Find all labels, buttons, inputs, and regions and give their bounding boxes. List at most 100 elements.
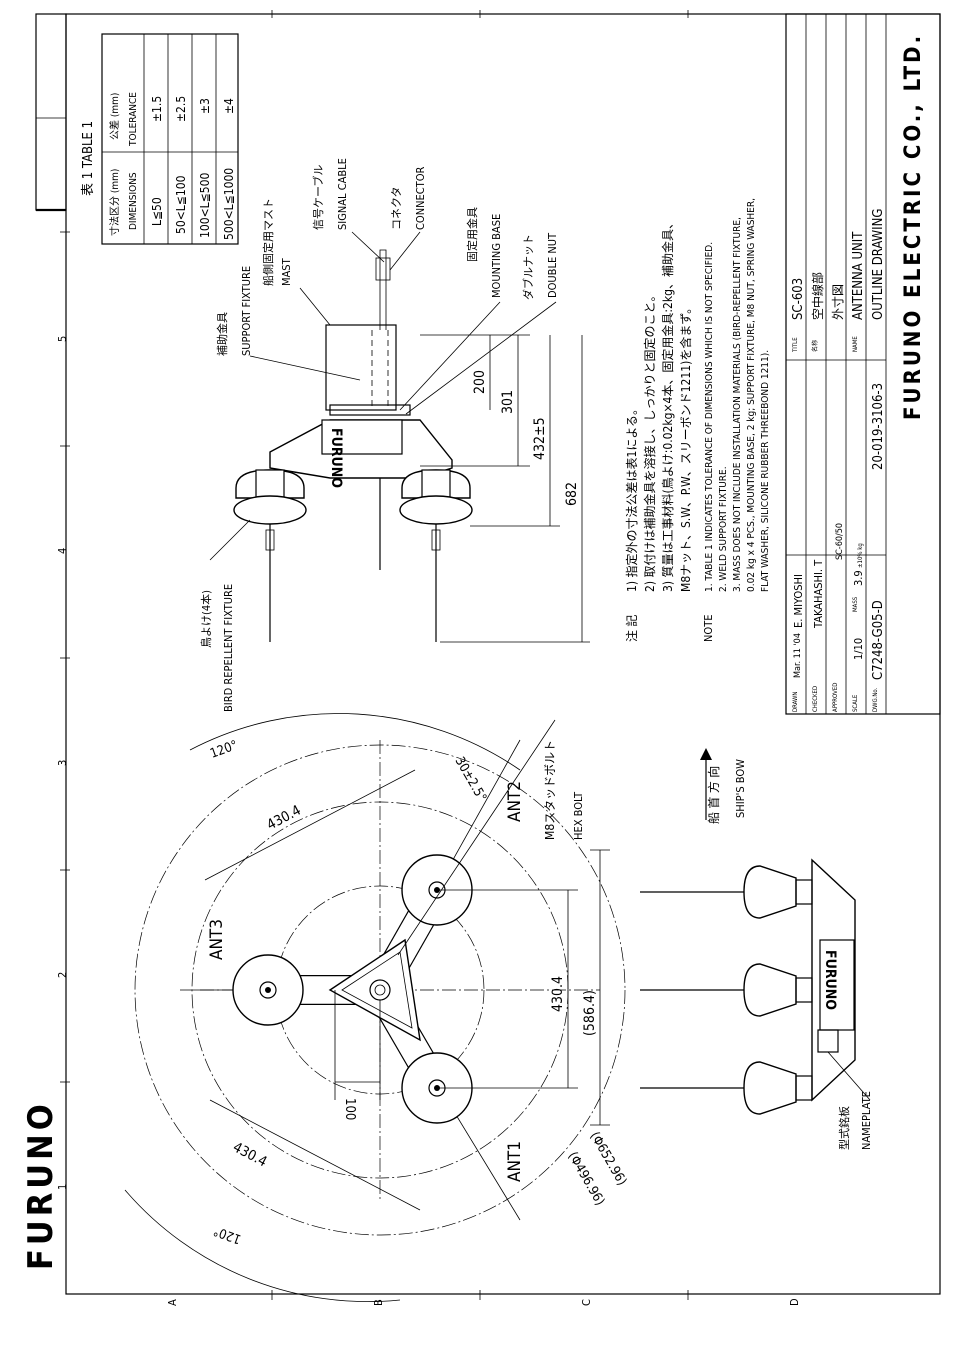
tol-row-4-dim: 500<L≦1000 bbox=[222, 168, 236, 240]
mast-jp: 船側固定用マスト bbox=[261, 198, 275, 286]
border-col-4: 4 bbox=[56, 548, 69, 554]
dim-4304-vertical: 430.4 bbox=[550, 976, 566, 1012]
dim-4304-upper: 430.4 bbox=[264, 802, 303, 833]
hex-bolt-en: HEX BOLT bbox=[572, 791, 585, 840]
tol-row-1-dim: L≦50 bbox=[150, 197, 164, 226]
tolerance-table-title: 表 1 TABLE 1 bbox=[81, 121, 96, 196]
name-en-1: ANTENNA UNIT bbox=[851, 231, 866, 320]
border-column-labels: 1 2 3 4 5 bbox=[56, 336, 69, 1190]
tolerance-table: 表 1 TABLE 1 寸法区分 (mm) DIMENSIONS 公差 (mm)… bbox=[81, 33, 239, 245]
company-name: FURUNO ELECTRIC CO., LTD. bbox=[901, 33, 926, 420]
mounting-base-jp: 固定用金具 bbox=[465, 207, 479, 262]
notes-en-1: 1. TABLE 1 INDICATES TOLERANCE OF DIMENS… bbox=[704, 242, 715, 592]
approved-label: APPROVED bbox=[832, 683, 839, 712]
dim-682: 682 bbox=[564, 482, 580, 506]
support-fixture-en: SUPPORT FIXTURE bbox=[240, 266, 253, 356]
border-row-a: A bbox=[166, 1299, 179, 1306]
dim-30-deg: 30±2.5° bbox=[452, 755, 490, 805]
mast-en: MAST bbox=[280, 257, 293, 286]
ant2-label: ANT2 bbox=[505, 781, 525, 822]
notes-jp-1: 1) 指定外の寸法公差は表1による。 bbox=[624, 403, 639, 592]
border-row-labels: A B C D bbox=[166, 1298, 801, 1306]
dwg-label: DWG.No. bbox=[872, 687, 879, 712]
dim-200: 200 bbox=[472, 370, 488, 394]
notes-en-label: NOTE bbox=[702, 615, 715, 642]
nameplate-jp: 型式銘板 bbox=[837, 1106, 851, 1150]
border-col-2: 2 bbox=[56, 972, 69, 978]
tol-header-tol-jp: 公差 (mm) bbox=[108, 93, 121, 140]
bird-repellent-jp: 鳥よけ(4本) bbox=[199, 590, 213, 648]
notes-jp-2: 2) 取付けは補助金具を溶接し、しっかりと固定のこと。 bbox=[642, 289, 657, 592]
tol-row-1-tol: ±1.5 bbox=[150, 96, 164, 122]
furuno-logo: FURUNO bbox=[21, 1100, 61, 1270]
connector-jp: コネクタ bbox=[390, 186, 403, 230]
front-dome-1 bbox=[640, 865, 813, 919]
dwg-number: C7248-G05-D bbox=[871, 600, 886, 680]
drawn-date: Mar. 11 '04 bbox=[793, 633, 803, 678]
ships-bow-indicator: 船 首 方 向 SHIP'S BOW bbox=[700, 748, 747, 824]
dim-120-lower: 120° bbox=[212, 1223, 244, 1247]
mass-value: 3.9 bbox=[852, 570, 865, 586]
ant1-label: ANT1 bbox=[505, 1141, 525, 1182]
title-block: DRAWN Mar. 11 '04 E. MIYOSHI CHECKED TAK… bbox=[785, 13, 941, 715]
dim-100: 100 bbox=[342, 1098, 357, 1120]
front-view: FURUNO 型式銘板 NAMEPLATE bbox=[640, 858, 873, 1150]
notes-en-3: 3. MASS DOES NOT INCLUDE INSTALLATION MA… bbox=[732, 217, 743, 592]
tol-header-dim-jp: 寸法区分 (mm) bbox=[108, 169, 121, 236]
notes-block: 注 記 1) 指定外の寸法公差は表1による。 2) 取付けは補助金具を溶接し、し… bbox=[624, 198, 771, 642]
notes-jp-label: 注 記 bbox=[624, 615, 639, 642]
checked-name: TAKAHASHI. T bbox=[812, 559, 825, 629]
drawn-name: E. MIYOSHI bbox=[792, 574, 805, 628]
scale-label: SCALE bbox=[852, 694, 859, 712]
dim-301: 301 bbox=[500, 390, 516, 414]
border-row-d: D bbox=[788, 1298, 801, 1306]
name-label-jp: 名称 bbox=[811, 340, 819, 352]
notes-en-4: 0.02 kg x 4 PCS., MOUNTING BASE, 2 kg; S… bbox=[746, 198, 757, 592]
ships-bow-en: SHIP'S BOW bbox=[734, 759, 747, 818]
dim-120-upper: 120° bbox=[208, 738, 240, 762]
dim-432: 432±5 bbox=[532, 417, 548, 460]
notes-jp-4: M8ナット、S.W、P.W、スリーボンド1211)を含まず。 bbox=[678, 302, 693, 592]
tol-row-4-tol: ±4 bbox=[222, 98, 236, 114]
mounting-base-en: MOUNTING BASE bbox=[490, 214, 503, 298]
revision-block bbox=[35, 13, 67, 212]
double-nut-jp: ダブルナット bbox=[521, 234, 535, 300]
notes-jp-3: 3) 質量は工事材料(鳥よけ:0.02kg×4本、固定用金具:2kg、補助金具、 bbox=[660, 217, 675, 592]
tol-row-2-tol: ±2.5 bbox=[174, 96, 188, 122]
front-dome-2 bbox=[640, 963, 813, 1017]
checked-label: CHECKED bbox=[812, 686, 819, 712]
support-fixture-jp: 補助金具 bbox=[215, 312, 229, 356]
dim-5864: (586.4) bbox=[582, 990, 598, 1036]
name-jp-1: 空中線部 bbox=[810, 272, 825, 320]
tol-header-dim-en: DIMENSIONS bbox=[128, 172, 139, 230]
scale-value: 1/10 bbox=[852, 638, 865, 660]
name-jp-2: 外寸図 bbox=[831, 284, 845, 320]
border-col-5: 5 bbox=[56, 336, 69, 342]
notes-en-5: FLAT WASHER, SILICONE RUBBER THREEBOND 1… bbox=[760, 350, 771, 592]
mass-label: MASS bbox=[852, 596, 859, 612]
ant3-label: ANT3 bbox=[207, 919, 227, 960]
signal-cable-jp: 信号ケーブル bbox=[311, 165, 325, 230]
signal-cable-en: SIGNAL CABLE bbox=[336, 158, 349, 230]
front-furuno-logo: FURUNO bbox=[822, 950, 838, 1010]
reference-number: 20-019-3106-3 bbox=[871, 383, 886, 470]
tol-row-2-dim: 50<L≦100 bbox=[174, 175, 188, 234]
tol-row-3-tol: ±3 bbox=[198, 98, 212, 114]
drawn-label: DRAWN bbox=[792, 692, 799, 712]
border-row-c: C bbox=[580, 1299, 593, 1306]
front-dome-3 bbox=[640, 1061, 813, 1115]
hex-bolt-jp: M8スタッドボルト bbox=[543, 740, 557, 840]
dim-4304-lower: 430.4 bbox=[230, 1139, 269, 1170]
connector-en: CONNECTOR bbox=[414, 167, 427, 230]
tol-row-3-dim: 100<L≦500 bbox=[198, 173, 212, 238]
tol-header-tol-en: TOLERANCE bbox=[128, 92, 139, 147]
border-row-b: B bbox=[372, 1299, 385, 1306]
top-view: ANT2 ANT3 ANT1 430.4 (586.4) 100 430.4 4… bbox=[124, 713, 629, 1303]
mass-unit: ±10% kg bbox=[857, 543, 864, 568]
border-col-3: 3 bbox=[56, 760, 69, 766]
bird-repellent-en: BIRD REPELLENT FIXTURE bbox=[222, 584, 235, 712]
name-label-en: NAME bbox=[852, 336, 859, 352]
name-en-2: OUTLINE DRAWING bbox=[871, 209, 886, 320]
title-model: SC-603 bbox=[791, 278, 806, 320]
